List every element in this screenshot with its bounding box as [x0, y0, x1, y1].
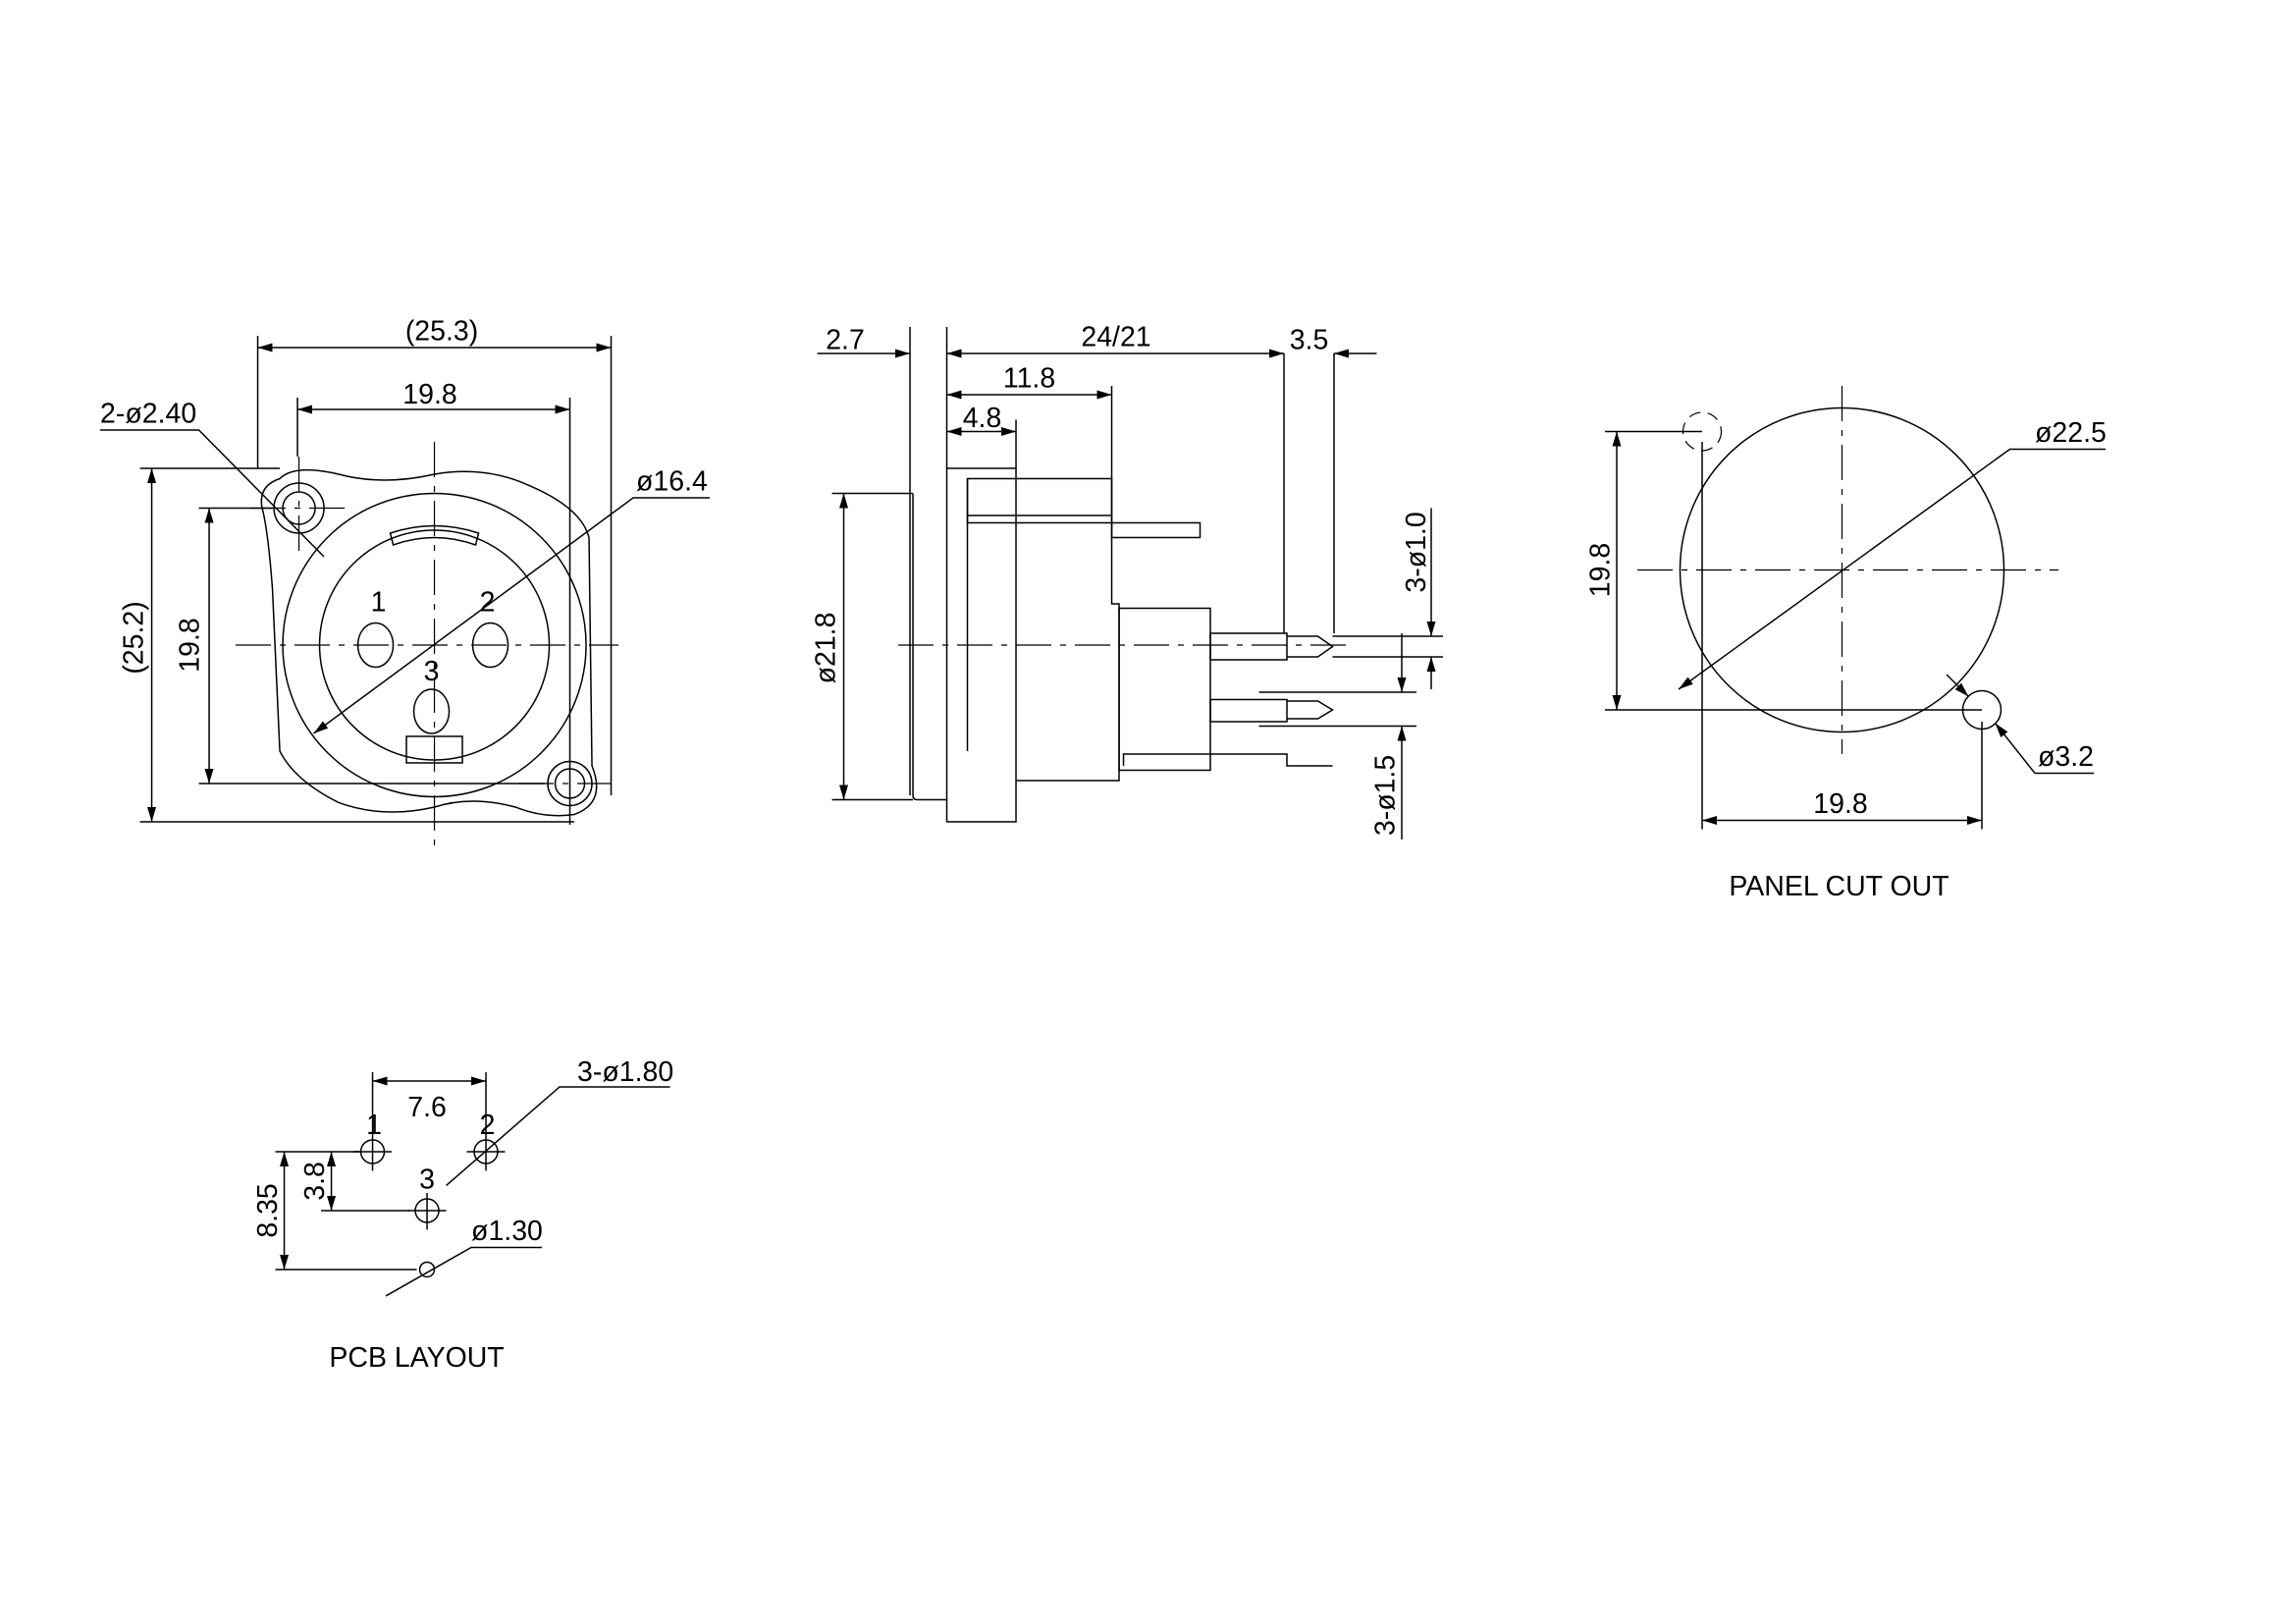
dim-front: 4.8 [963, 403, 1002, 434]
dim-mount-holes: 2-ø2.40 [100, 398, 196, 429]
dim-cutout-spacing-v: 19.8 [1585, 543, 1617, 597]
dim-cutout-diameter: ø22.5 [2035, 417, 2107, 449]
dim-cutout-spacing-h: 19.8 [1813, 788, 1867, 820]
dim-pcb-pin-spacing: 7.6 [407, 1092, 447, 1123]
pcb-layout-title: PCB LAYOUT [329, 1342, 504, 1374]
pcb-pin-label-3: 3 [419, 1164, 435, 1195]
dim-pcb-pin-holes: 3-ø1.80 [577, 1056, 673, 1088]
dim-pin-dia-small: 3-ø1.0 [1401, 512, 1432, 592]
pin-label-1: 1 [371, 586, 387, 618]
pin-label-2: 2 [480, 586, 496, 618]
dim-body: 11.8 [1003, 362, 1055, 394]
dim-height-overall: (25.2) [119, 601, 150, 674]
dim-pcb-offset-small: 3.8 [299, 1162, 331, 1201]
dim-hole-spacing-h: 19.8 [402, 379, 456, 410]
pin-label-3: 3 [424, 656, 440, 687]
dim-pcb-locating-hole: ø1.30 [471, 1216, 543, 1247]
front-view: 1 2 3 (25.3) 19.8 2-ø2.40 ø16.4 (25.2) 1… [100, 315, 711, 851]
dim-pin-tip: 3.5 [1290, 324, 1329, 355]
dim-flange: 2.7 [826, 324, 865, 355]
side-view: 2.7 24/21 3.5 11.8 4.8 ø21.8 3-ø1.0 3-ø1… [811, 321, 1444, 839]
pcb-pin-label-2: 2 [480, 1110, 496, 1141]
dim-width-overall: (25.3) [405, 315, 478, 347]
dim-pin-dia-large: 3-ø1.5 [1370, 755, 1402, 836]
pcb-layout: 1 2 3 7.6 3-ø1.80 3.8 8.35 ø1.30 PCB LAY… [252, 1056, 673, 1374]
dim-cutout-hole: ø3.2 [2038, 741, 2094, 773]
dim-pcb-offset-large: 8.35 [252, 1183, 284, 1237]
dim-diameter: ø21.8 [811, 613, 842, 684]
pcb-pin-label-1: 1 [366, 1110, 382, 1141]
dim-inner-diameter: ø16.4 [636, 465, 708, 497]
dim-length: 24/21 [1081, 321, 1150, 352]
dim-hole-spacing-v: 19.8 [175, 618, 206, 672]
panel-cutout: 19.8 19.8 ø22.5 ø3.2 PANEL CUT OUT [1585, 385, 2107, 902]
panel-cutout-title: PANEL CUT OUT [1729, 871, 1949, 902]
